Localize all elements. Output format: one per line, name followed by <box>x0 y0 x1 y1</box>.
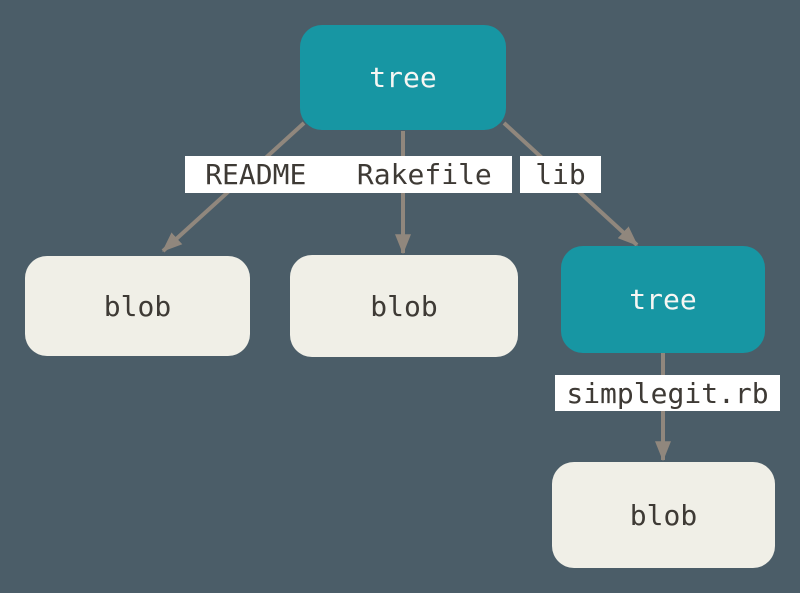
edge-label-readme-rakefile-text: README Rakefile <box>205 158 492 191</box>
node-simplegit-blob: blob <box>552 462 775 568</box>
edge-label-simplegit-text: simplegit.rb <box>566 376 769 410</box>
edge-label-lib-text: lib <box>535 158 586 191</box>
node-root-tree-label: tree <box>369 61 437 94</box>
node-readme-blob-label: blob <box>103 289 172 323</box>
edge-label-simplegit: simplegit.rb <box>555 375 780 411</box>
edge-label-readme-rakefile: README Rakefile <box>185 156 512 193</box>
edge-label-lib: lib <box>520 156 601 193</box>
node-simplegit-blob-label: blob <box>629 498 698 532</box>
node-lib-tree-label: tree <box>629 283 697 316</box>
node-lib-tree: tree <box>561 246 765 353</box>
node-rakefile-blob-label: blob <box>370 289 438 323</box>
node-readme-blob: blob <box>25 256 250 356</box>
node-root-tree: tree <box>300 25 506 130</box>
node-rakefile-blob: blob <box>290 255 518 357</box>
